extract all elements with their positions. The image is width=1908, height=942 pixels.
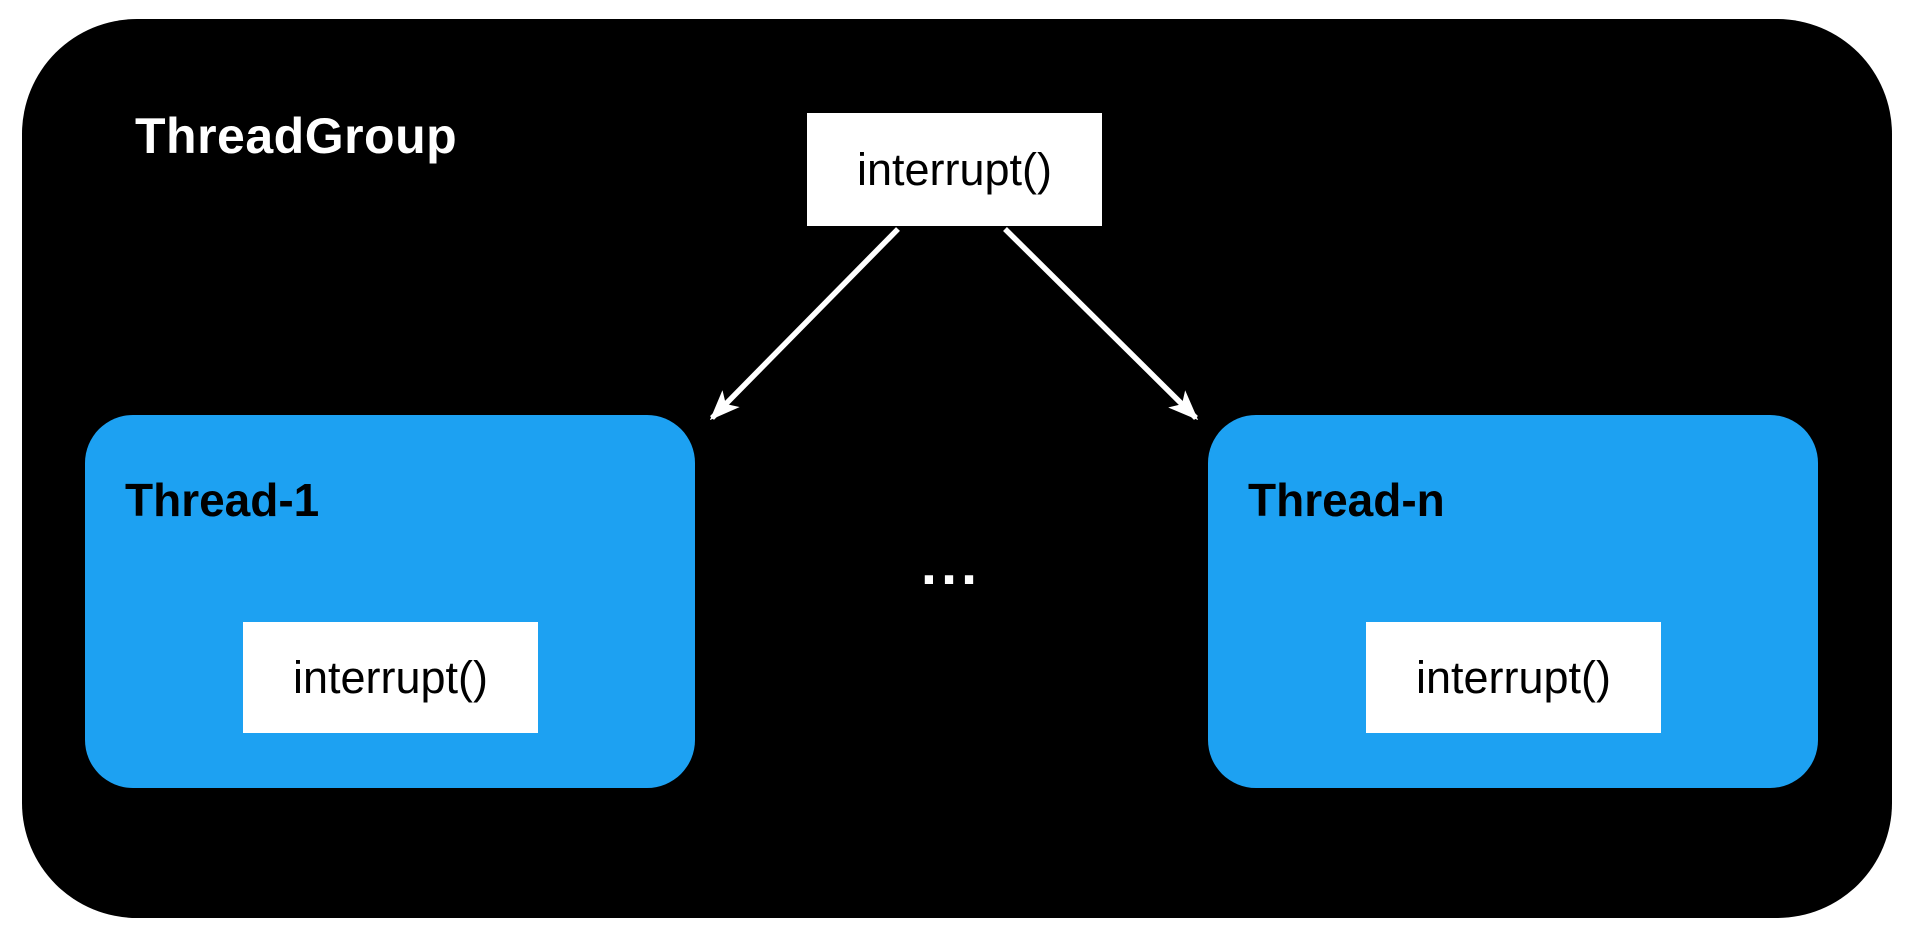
- ellipsis: ...: [920, 532, 982, 597]
- thread-1-title: Thread-1: [125, 474, 320, 526]
- thread-n-interrupt-label: interrupt(): [1415, 651, 1612, 703]
- thread-group-title: ThreadGroup: [135, 108, 458, 164]
- thread-n-title: Thread-n: [1248, 474, 1445, 526]
- thread-card: Thread-n interrupt(): [1208, 415, 1818, 788]
- thread-1-interrupt-label: interrupt(): [292, 651, 489, 703]
- thread-n-interrupt-box: interrupt(): [1366, 622, 1661, 733]
- thread-1-interrupt-box: interrupt(): [243, 622, 538, 733]
- group-interrupt-box: interrupt(): [807, 113, 1102, 226]
- thread-card: Thread-1 interrupt(): [85, 415, 695, 788]
- group-interrupt-label: interrupt(): [856, 143, 1053, 195]
